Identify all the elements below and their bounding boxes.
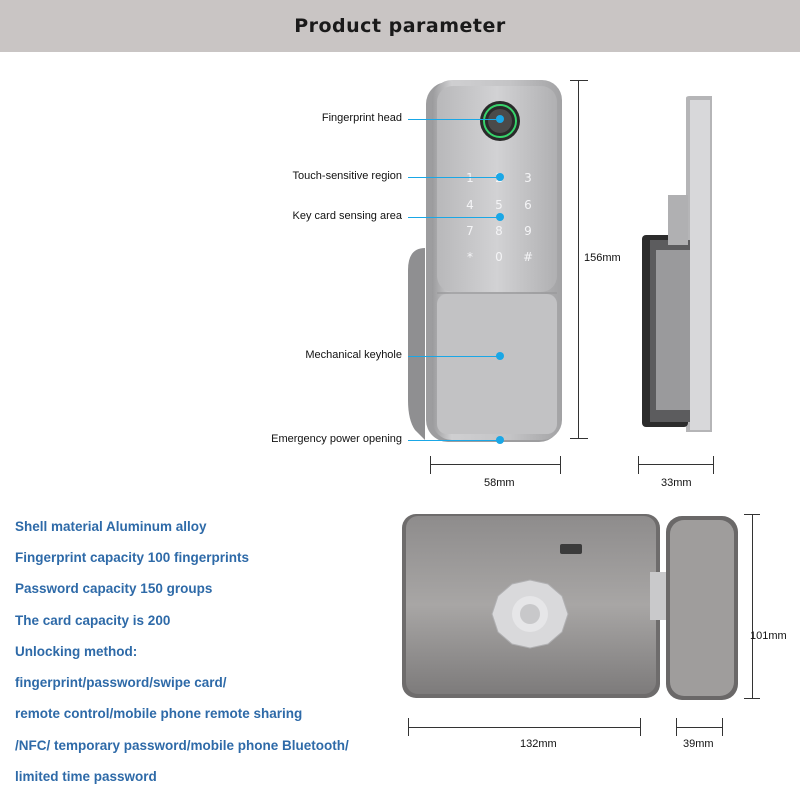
keypad-key: 7 (466, 224, 474, 238)
dimension-line (638, 464, 713, 465)
dimension-tick (570, 438, 588, 439)
keypad-key: # (522, 250, 534, 264)
dimension-front-width: 58mm (484, 477, 515, 489)
callout-line (408, 177, 500, 178)
dimension-tick (640, 718, 641, 736)
keypad-key: 8 (495, 224, 503, 238)
dimension-tick (722, 718, 723, 736)
dimension-line (752, 514, 753, 698)
keypad-key: 6 (524, 198, 532, 212)
keypad-key: 3 (524, 171, 532, 185)
spec-fingerprint-capacity: Fingerprint capacity 100 fingerprints (15, 550, 250, 565)
keypad-key: 9 (524, 224, 532, 238)
dimension-tick (744, 698, 760, 699)
header-bar: Product parameter (0, 0, 800, 52)
dimension-line (676, 727, 722, 728)
callout-dot (496, 213, 504, 221)
dimension-tick (638, 456, 639, 474)
keypad-key: 4 (466, 198, 474, 212)
dimension-tick (570, 80, 588, 81)
callout-line (408, 356, 500, 357)
page-title: Product parameter (294, 15, 506, 37)
callout-card-area: Key card sensing area (292, 210, 402, 222)
dimension-side-depth: 33mm (661, 477, 692, 489)
spec-shell-material: Shell material Aluminum alloy (15, 519, 207, 534)
callout-dot (496, 436, 504, 444)
callout-keyhole: Mechanical keyhole (305, 349, 402, 361)
callout-touch-region: Touch-sensitive region (292, 170, 402, 182)
callout-line (408, 217, 500, 218)
dimension-lock-width: 132mm (520, 738, 557, 750)
keypad-key: * (467, 250, 473, 264)
spec-card-capacity: The card capacity is 200 (15, 613, 171, 628)
callout-line (408, 119, 500, 120)
dimension-line (430, 464, 560, 465)
callout-line (408, 440, 500, 441)
callout-fingerprint-head: Fingerprint head (321, 112, 402, 124)
callout-emergency-power: Emergency power opening (271, 433, 402, 445)
keypad-key: 5 (495, 198, 503, 212)
spec-unlocking-line-2: remote control/mobile phone remote shari… (15, 706, 303, 721)
spec-unlocking-line-4: limited time password (15, 769, 157, 784)
callout-dot (496, 115, 504, 123)
dimension-tick (430, 456, 431, 474)
spec-unlocking-method: Unlocking method: (15, 644, 138, 659)
spec-unlocking-line-3: /NFC/ temporary password/mobile phone Bl… (15, 738, 349, 753)
dimension-tick (560, 456, 561, 474)
dimension-front-height: 156mm (584, 252, 621, 264)
callout-dot (496, 173, 504, 181)
dimension-tick (713, 456, 714, 474)
dimension-line (408, 727, 640, 728)
dimension-strike-width: 39mm (683, 738, 714, 750)
dimension-line (578, 80, 579, 438)
spec-unlocking-line-1: fingerprint/password/swipe card/ (15, 675, 227, 690)
dimension-lock-height: 101mm (750, 630, 787, 642)
spec-password-capacity: Password capacity 150 groups (15, 581, 213, 596)
callout-dot (496, 352, 504, 360)
keypad-key: 0 (495, 250, 503, 264)
keypad-key: 1 (466, 171, 474, 185)
